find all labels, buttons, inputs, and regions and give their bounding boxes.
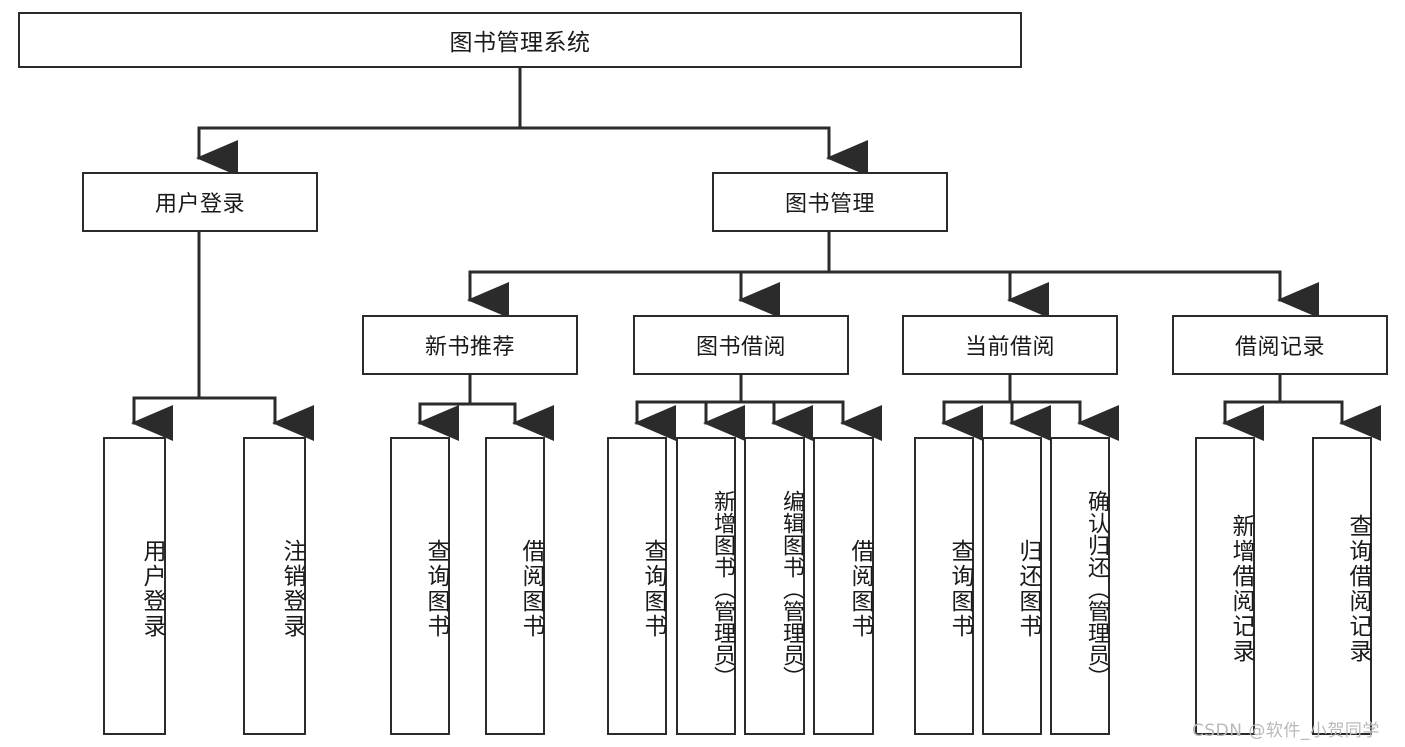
node-root[interactable]: 图书管理系统 <box>18 12 1022 68</box>
node-leaf-borrow-book[interactable]: 借阅图书 <box>813 437 874 735</box>
node-level2-borrow-record[interactable]: 借阅记录 <box>1172 315 1388 375</box>
node-leaf-add-book-admin[interactable]: 新增图书（管理员） <box>676 437 736 735</box>
node-leaf-user-login[interactable]: 用户登录 <box>103 437 166 735</box>
node-leaf-confirm-return-admin[interactable]: 确认归还（管理员） <box>1050 437 1110 735</box>
node-level2-new-book-recommend[interactable]: 新书推荐 <box>362 315 578 375</box>
node-leaf-add-borrow-record[interactable]: 新增借阅记录 <box>1195 437 1255 735</box>
node-level2-book-borrow[interactable]: 图书借阅 <box>633 315 849 375</box>
node-level2-current-borrow[interactable]: 当前借阅 <box>902 315 1118 375</box>
node-leaf-edit-book-admin[interactable]: 编辑图书（管理员） <box>744 437 805 735</box>
node-level1-book-management[interactable]: 图书管理 <box>712 172 948 232</box>
node-leaf-return-book[interactable]: 归还图书 <box>982 437 1042 735</box>
node-leaf-logout[interactable]: 注销登录 <box>243 437 306 735</box>
node-leaf-query-borrow-record[interactable]: 查询借阅记录 <box>1312 437 1372 735</box>
csdn-watermark: CSDN @软件_小贺同学 <box>1192 721 1380 741</box>
node-leaf-query-book-recommend[interactable]: 查询图书 <box>390 437 450 735</box>
node-leaf-query-book-current[interactable]: 查询图书 <box>914 437 974 735</box>
node-leaf-borrow-book-recommend[interactable]: 借阅图书 <box>485 437 545 735</box>
node-level1-user-login[interactable]: 用户登录 <box>82 172 318 232</box>
node-leaf-query-book-borrow[interactable]: 查询图书 <box>607 437 667 735</box>
